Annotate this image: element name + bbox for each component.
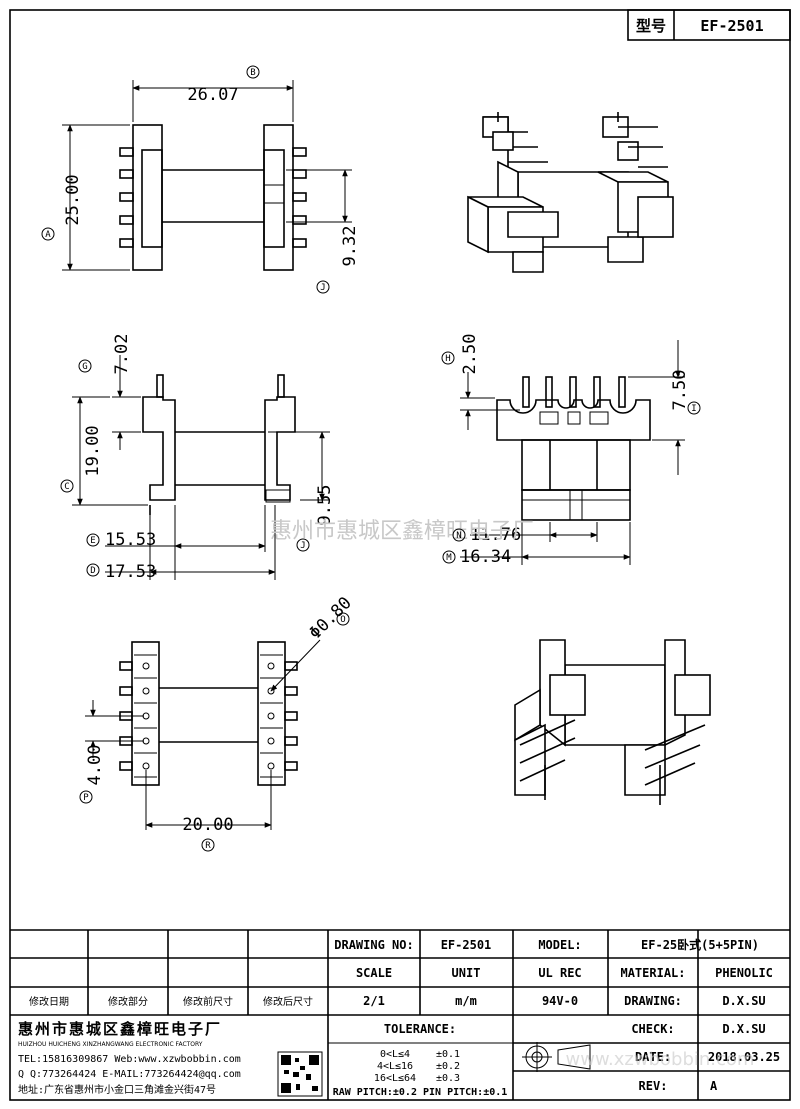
label-o: O [340, 615, 345, 625]
bottom-watermark: www.xzwbobbin.com [566, 1049, 755, 1070]
scale-value: 2/1 [363, 994, 385, 1008]
dim-side-w1: 15.53 [105, 530, 156, 550]
circle-labels: A B J G C E D J H I N M O P R [41, 65, 701, 852]
rev-col-after: 修改后尺寸 [263, 995, 313, 1008]
watermark: 惠州市惠城区鑫樟旺电子厂 [270, 519, 534, 544]
label-j-side: J [300, 541, 305, 551]
unit-label: UNIT [452, 966, 481, 980]
company-name-en: HUIZHOU HUICHENG XINZHANGWANG ELECTRONIC… [18, 1041, 203, 1048]
rev-col-before: 修改前尺寸 [183, 995, 233, 1008]
date-label: DATE: [635, 1050, 671, 1064]
material-value: PHENOLIC [715, 966, 773, 980]
scale-label: SCALE [356, 966, 392, 980]
raw-pitch: RAW PITCH:±0.2 PIN PITCH:±0.1 [333, 1087, 508, 1098]
dim-bottom-span: 20.00 [182, 815, 233, 835]
dim-front-w1: 11.76 [470, 525, 521, 545]
ul-label: UL REC [538, 966, 581, 980]
model-value: EF-25卧式(5+5PIN) [641, 937, 759, 952]
dim-front-w2: 16.34 [460, 547, 511, 567]
projection-symbol-icon [522, 1042, 591, 1072]
rev-col-part: 修改部分 [108, 995, 148, 1008]
dim-top-inner: 9.32 [340, 226, 360, 267]
tol-value-1: ±0.1 [436, 1049, 460, 1060]
rev-value: A [710, 1079, 718, 1093]
dim-bottom-hole: Φ0.80 [305, 593, 355, 643]
check-label: CHECK: [631, 1022, 674, 1036]
front-view: 2.50 7.50 11.76 16.34 [460, 334, 690, 567]
unit-value: m/m [455, 994, 477, 1008]
dim-front-pin: 2.50 [460, 334, 480, 375]
label-b: B [250, 68, 255, 78]
header-model-label: 型号 [636, 17, 666, 35]
rev-col-date: 修改日期 [29, 995, 69, 1008]
iso-view-bottom [514, 639, 711, 805]
dim-side-height: 19.00 [83, 425, 103, 476]
drawing-by: D.X.SU [722, 994, 765, 1008]
label-i: I [691, 404, 696, 414]
label-h: H [445, 354, 450, 364]
model-label: MODEL: [538, 938, 581, 952]
drawing-no: EF-2501 [441, 938, 492, 952]
dim-side-pin: 7.02 [112, 334, 132, 375]
label-n: N [456, 531, 461, 541]
tol-value-3: ±0.3 [436, 1073, 460, 1084]
company-qq: Q Q:773264424 E-MAIL:773264424@qq.com [18, 1069, 241, 1080]
dim-front-height: 7.50 [670, 370, 690, 411]
label-m: M [446, 553, 452, 563]
sheet-border [9, 9, 791, 1101]
header-model-box: 型号 EF-2501 [627, 9, 791, 41]
side-view: 7.02 19.00 9.55 15.53 17.53 [72, 334, 335, 582]
label-j-top: J [320, 283, 325, 293]
tol-range-1: 0<L≤4 [380, 1049, 410, 1060]
dim-top-width: 26.07 [187, 85, 238, 105]
label-d: D [90, 566, 95, 576]
qr-code-icon [277, 1051, 323, 1097]
tol-range-3: 16<L≤64 [374, 1073, 416, 1084]
label-r: R [205, 841, 211, 851]
tolerance-label: TOLERANCE: [384, 1022, 456, 1036]
label-p: P [83, 793, 89, 803]
company-name: 惠州市惠城区鑫樟旺电子厂 [18, 1020, 222, 1038]
drawing-no-label: DRAWING NO: [334, 938, 413, 952]
iso-view-top [467, 112, 674, 273]
dim-top-height: 25.00 [63, 174, 83, 225]
label-g: G [82, 362, 87, 372]
company-tel: TEL:15816309867 Web:www.xzwbobbin.com [18, 1054, 241, 1065]
drawing-by-label: DRAWING: [624, 994, 682, 1008]
label-e: E [90, 536, 95, 546]
rev-label: REV: [639, 1079, 668, 1093]
dim-side-w2: 17.53 [105, 562, 156, 582]
ul-value: 94V-0 [542, 994, 578, 1008]
date-value: 2018.03.25 [708, 1050, 780, 1064]
label-a: A [45, 230, 51, 240]
company-address: 地址:广东省惠州市小金口三角滩金兴街47号 [18, 1083, 216, 1096]
bottom-view: Φ0.80 4.00 20.00 [85, 593, 356, 835]
tol-range-2: 4<L≤16 [377, 1061, 413, 1072]
dim-bottom-pitch: 4.00 [85, 745, 105, 786]
tol-value-2: ±0.2 [436, 1061, 460, 1072]
title-block: DRAWING NO: EF-2501 MODEL: EF-25卧式(5+5PI… [10, 929, 790, 1100]
top-view: 26.07 25.00 9.32 [62, 80, 360, 271]
material-label: MATERIAL: [620, 966, 685, 980]
header-model-value: EF-2501 [700, 17, 763, 35]
dim-side-low: 9.55 [315, 485, 335, 526]
check-by: D.X.SU [722, 1022, 765, 1036]
label-c: C [64, 482, 69, 492]
